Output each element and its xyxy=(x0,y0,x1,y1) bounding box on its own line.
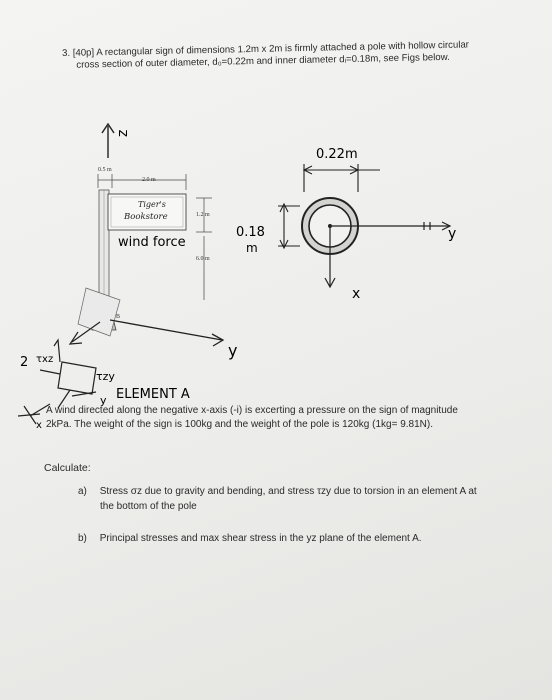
wind-description: A wind directed along the negative x-axi… xyxy=(46,404,516,431)
question-b-text: Principal stresses and max shear stress … xyxy=(99,533,422,544)
element-a-label: ELEMENT A xyxy=(116,387,190,402)
section-x-label: x xyxy=(352,286,360,302)
dim-6-0m: 6.0 m xyxy=(196,256,210,262)
element-a-sketch xyxy=(17,338,97,425)
question-a-line-1: a) Stress σz due to gravity and bending,… xyxy=(78,484,518,499)
question-a-line-2: the bottom of the pole xyxy=(78,499,518,514)
outer-diameter-label: 0.22m xyxy=(316,147,358,162)
question-a: a) Stress σz due to gravity and bending,… xyxy=(78,484,518,514)
section-y-axis xyxy=(332,221,452,231)
element-tzy-label: τzy xyxy=(96,370,115,383)
element-z-label: 2 xyxy=(20,355,28,370)
question-a-label: a) xyxy=(78,486,87,497)
dim-2-0m: 2.0 m xyxy=(142,177,156,183)
z-axis-label: z xyxy=(115,130,131,137)
description-line-1: A wind directed along the negative x-axi… xyxy=(46,405,458,416)
description-line-2: 2kPa. The weight of the sign is 100kg an… xyxy=(46,418,434,430)
sign-text-1: Tiger's xyxy=(138,200,166,209)
sign-text-2: Bookstore xyxy=(123,212,168,222)
x-axis-arrow xyxy=(68,321,101,345)
calculate-heading: Calculate: xyxy=(44,462,91,474)
z-axis-arrow xyxy=(101,122,115,158)
sign-board xyxy=(107,193,187,231)
question-a-text-1: Stress σz due to gravity and bending, an… xyxy=(99,486,477,497)
question-b-label: b) xyxy=(78,533,87,544)
y-axis-arrow xyxy=(109,319,225,347)
question-a-text-2: the bottom of the pole xyxy=(100,501,197,512)
element-txz-label: τxz xyxy=(36,354,53,365)
inner-diameter-unit: m xyxy=(246,241,258,255)
inner-diameter-label: 0.18 xyxy=(236,225,265,240)
section-dimension-lines xyxy=(278,164,380,250)
dimension-lines xyxy=(97,174,212,300)
wind-force-label: wind force xyxy=(118,235,186,250)
y-axis-label: y xyxy=(228,341,237,360)
point-b-label: B xyxy=(116,314,120,320)
dim-1-2m: 1.2 m xyxy=(196,212,210,218)
element-x-small: x xyxy=(36,420,42,431)
dim-0-5m: 0.5 m xyxy=(98,167,112,173)
question-b: b) Principal stresses and max shear stre… xyxy=(78,533,518,546)
section-x-axis xyxy=(324,226,336,289)
element-y-small: y xyxy=(100,394,107,407)
section-y-label: y xyxy=(448,226,456,242)
pole-base xyxy=(77,287,121,337)
